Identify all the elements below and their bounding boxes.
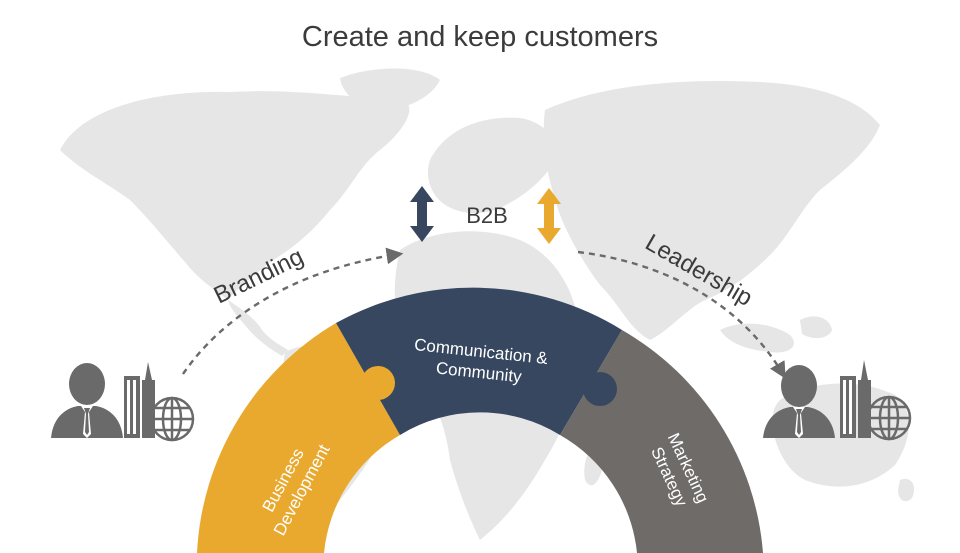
- right-business-figure: [763, 360, 912, 441]
- skyscraper-icon: [124, 362, 155, 438]
- puzzle-ring: [197, 287, 763, 553]
- branding-dashed-arrow: [182, 247, 404, 375]
- businessman-icon: [51, 363, 123, 438]
- globe-icon: [149, 396, 195, 442]
- puzzle-tab-gold: [361, 366, 395, 400]
- puzzle-tab-navy: [583, 372, 617, 406]
- b2b-label: B2B: [466, 203, 508, 228]
- navy-double-arrow-icon: [410, 186, 434, 242]
- page-title: Create and keep customers: [302, 21, 658, 53]
- gold-double-arrow-icon: [537, 188, 561, 244]
- skyscraper-icon: [840, 360, 871, 438]
- businessman-icon: [763, 365, 835, 438]
- globe-icon: [866, 395, 912, 441]
- segment-business-development: [197, 323, 400, 553]
- leadership-dashed-arrow: [577, 250, 786, 379]
- left-business-figure: [51, 362, 195, 442]
- segment-communication-community: [336, 287, 622, 435]
